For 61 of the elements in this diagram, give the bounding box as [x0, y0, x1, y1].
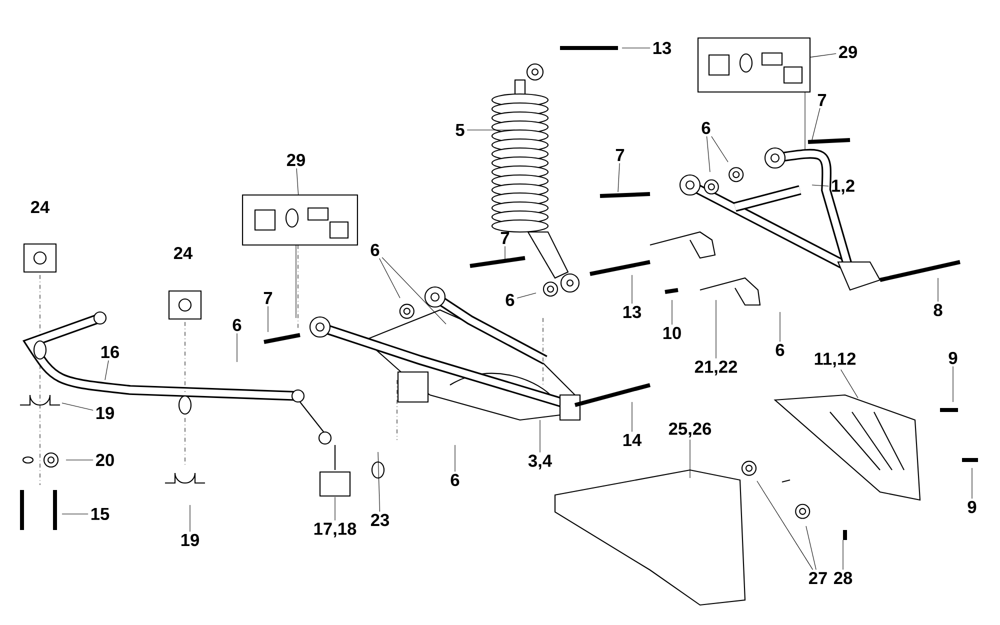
- callout-number: 25,26: [668, 422, 712, 438]
- leader-line: [454, 444, 456, 472]
- callout-number: 7: [264, 292, 272, 304]
- callout-number: 28: [834, 572, 852, 584]
- leader-line: [104, 360, 109, 380]
- callout-number: 13: [623, 306, 642, 318]
- parts-box: [242, 194, 358, 246]
- callout-number: 7: [500, 232, 510, 244]
- leader-line: [618, 162, 620, 192]
- callout-number: 17,18: [314, 522, 356, 538]
- leader-line: [952, 366, 954, 402]
- callout-number: 24: [174, 246, 193, 260]
- callout-number: 23: [370, 514, 390, 526]
- callout-number: 13: [653, 42, 672, 54]
- callout-number: 10: [663, 326, 681, 340]
- callout-number: 15: [91, 508, 110, 520]
- callout-number: 11,12: [814, 352, 856, 368]
- callout-number: 19: [96, 406, 114, 420]
- callout-number: 20: [96, 454, 114, 466]
- callout-number: 21,22: [694, 360, 737, 376]
- leader-line: [840, 369, 858, 398]
- callout-number: 9: [968, 500, 976, 514]
- callout-number: 6: [450, 474, 460, 486]
- callout-number: 1,2: [832, 180, 854, 194]
- leader-line: [516, 292, 536, 298]
- callout-number: 27: [808, 572, 827, 584]
- leader-line: [382, 257, 446, 324]
- callout-number: 19: [181, 534, 199, 546]
- callout-number: 16: [101, 346, 119, 358]
- leader-line: [810, 53, 836, 58]
- leader-line: [804, 92, 806, 150]
- callout-number: 5: [456, 124, 464, 136]
- leader-line: [706, 136, 710, 172]
- leader-line: [756, 480, 814, 570]
- leader-line: [236, 333, 238, 362]
- leader-line: [806, 526, 816, 570]
- leader-line: [379, 258, 400, 298]
- callout-number: 8: [934, 304, 942, 316]
- leader-line: [504, 246, 506, 260]
- callout-number: 7: [818, 94, 826, 106]
- leader-line: [842, 540, 844, 570]
- leader-line: [378, 452, 380, 512]
- parts-box: [697, 37, 811, 93]
- callout-number: 6: [702, 122, 710, 134]
- callout-number: 9: [948, 352, 958, 364]
- callout-number: 14: [623, 434, 642, 446]
- callout-number: 6: [232, 318, 242, 332]
- callout-number: 6: [506, 294, 514, 306]
- leader-line: [334, 496, 336, 521]
- callout-number: 6: [776, 344, 784, 356]
- callout-number: 24: [30, 200, 50, 214]
- leader-line: [62, 402, 94, 410]
- callout-number: 3,4: [528, 454, 552, 470]
- leader-line: [812, 184, 829, 186]
- callout-number: 29: [286, 154, 305, 166]
- callout-number: 6: [370, 244, 380, 256]
- leader-line: [812, 108, 820, 140]
- leader-line: [296, 168, 299, 195]
- callout-number: 7: [616, 149, 624, 161]
- callout-number: 29: [838, 46, 857, 58]
- leader-line: [711, 136, 728, 162]
